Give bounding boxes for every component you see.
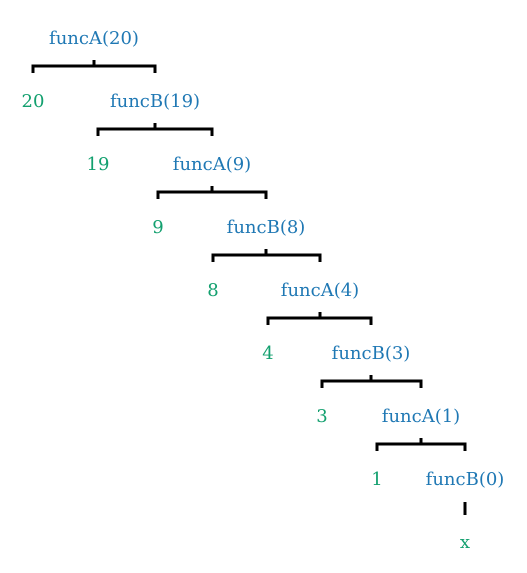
call-node: funcB(8) bbox=[227, 217, 306, 238]
tree-bracket bbox=[320, 375, 423, 388]
value-leaf: 1 bbox=[371, 469, 382, 490]
call-node: funcA(9) bbox=[173, 154, 251, 175]
call-node: funcB(19) bbox=[110, 91, 200, 112]
call-node: funcA(1) bbox=[382, 406, 460, 427]
value-leaf: 3 bbox=[316, 406, 327, 427]
value-leaf: 19 bbox=[87, 154, 110, 175]
call-node: funcA(20) bbox=[49, 28, 139, 49]
tree-bracket bbox=[31, 60, 157, 73]
tree-bracket bbox=[211, 249, 322, 262]
call-node: funcB(0) bbox=[426, 469, 505, 490]
value-leaf: 8 bbox=[207, 280, 218, 301]
value-leaf: 9 bbox=[152, 217, 163, 238]
tree-bracket bbox=[375, 438, 467, 451]
tree-bracket bbox=[96, 123, 214, 136]
call-node: funcB(3) bbox=[332, 343, 411, 364]
value-leaf: 20 bbox=[22, 91, 45, 112]
terminal-leaf: x bbox=[460, 532, 470, 553]
call-node: funcA(4) bbox=[281, 280, 359, 301]
tree-bracket bbox=[266, 312, 373, 325]
tree-bracket bbox=[156, 186, 268, 199]
value-leaf: 4 bbox=[262, 343, 273, 364]
